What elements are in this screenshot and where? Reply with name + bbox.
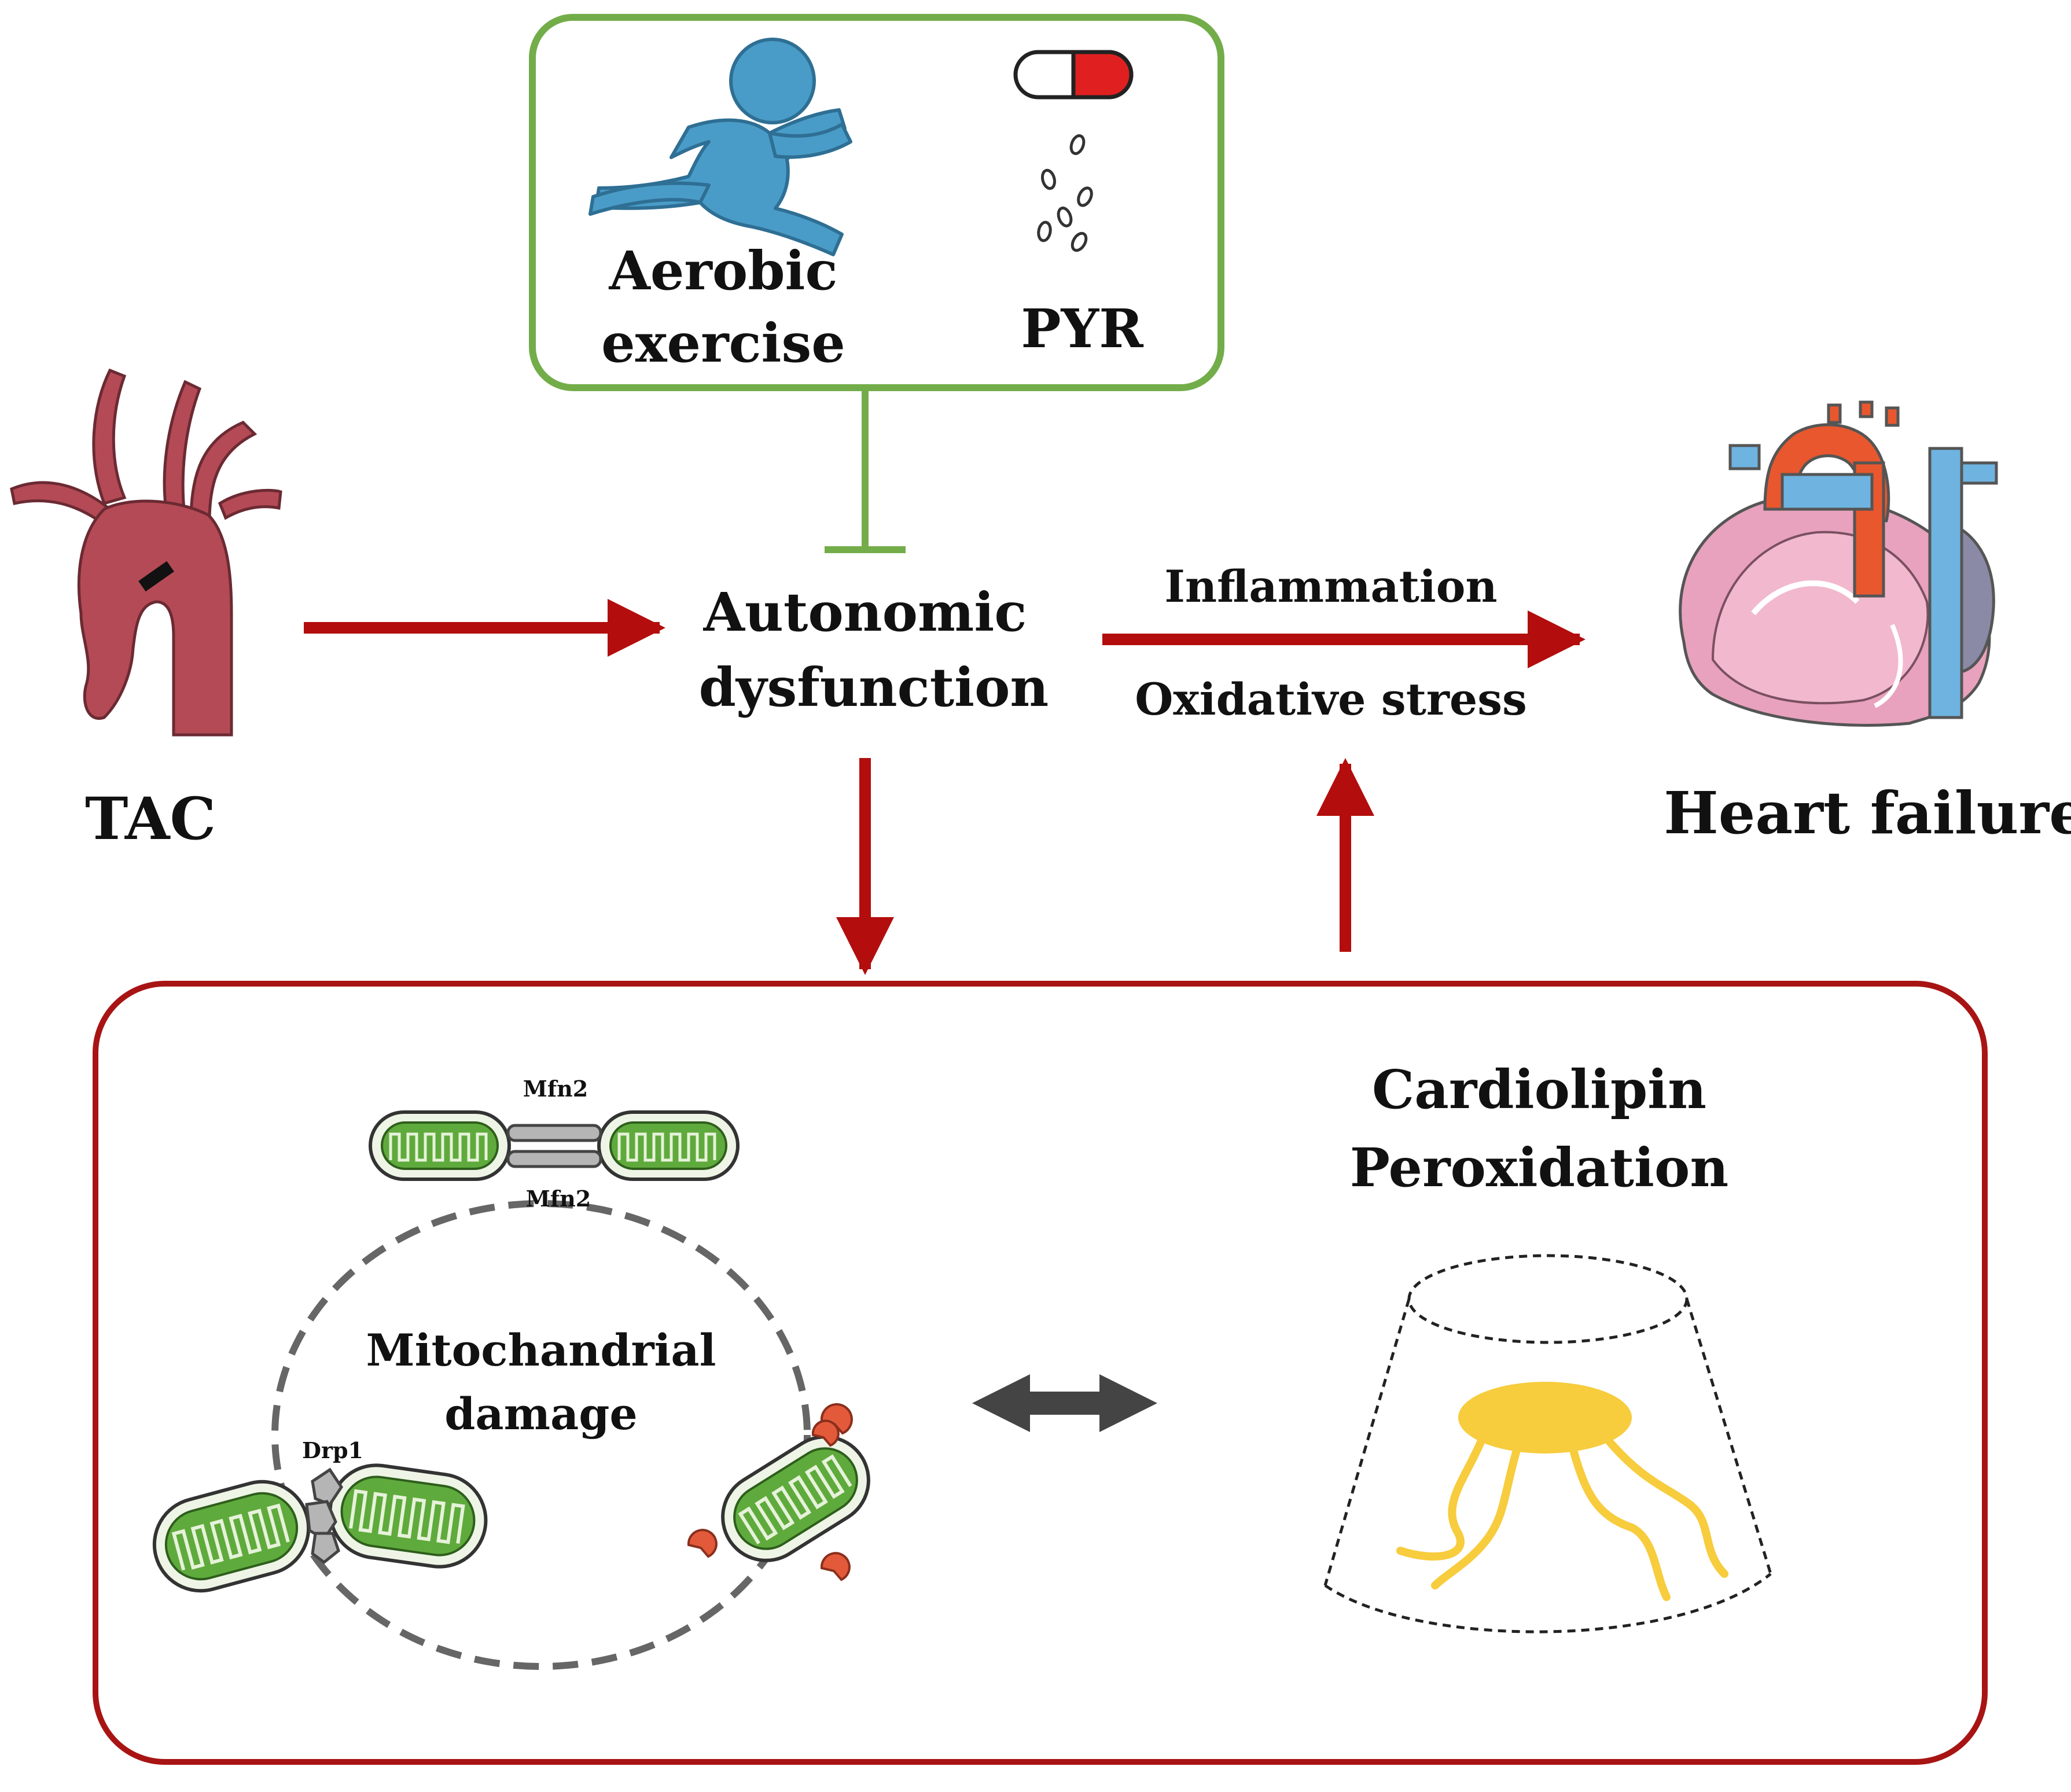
mfn2-tether-icon xyxy=(506,1124,602,1168)
mito-damage-label-line2: damage xyxy=(444,1388,638,1440)
oxidative-stress-label: Oxidative stress xyxy=(1135,674,1527,725)
mfn2-top-label: Mfn2 xyxy=(523,1076,588,1102)
heart-failure-label: Heart failure xyxy=(1664,779,2071,847)
tac-label: TAC xyxy=(85,785,216,853)
inflammation-label: Inflammation xyxy=(1164,561,1497,612)
autonomic-label-line2: dysfunction xyxy=(699,656,1049,719)
mitochondrial-cycle xyxy=(271,1200,811,1670)
exercise-label-line2: exercise xyxy=(601,312,845,374)
mitochondrion-fission-left-icon xyxy=(152,1480,311,1593)
mito-damage-label-line1: Mitochandrial xyxy=(366,1324,716,1376)
mfn2-bottom-label: Mfn2 xyxy=(526,1186,591,1212)
cardiolipin-label-line2: Peroxidation xyxy=(1350,1136,1729,1199)
runner-icon xyxy=(588,38,852,256)
mitochondrion-mitophagy-icon xyxy=(721,1435,870,1562)
membrane-cone-icon xyxy=(1323,1254,1772,1633)
mitochondrion-fusion-left-icon xyxy=(369,1110,511,1181)
pyr-label: PYR xyxy=(1021,297,1143,360)
pill-granules-icon xyxy=(1037,134,1093,252)
parkin-protein-icon xyxy=(687,1403,853,1581)
aorta-icon xyxy=(10,368,282,737)
intervention-box xyxy=(529,14,1224,391)
drp1-label: Drp1 xyxy=(302,1437,363,1463)
inhibition-arrow xyxy=(825,388,906,553)
autonomic-label-line1: Autonomic xyxy=(703,581,1027,643)
pill-icon xyxy=(1013,50,1134,100)
cardiolipin-label-line1: Cardiolipin xyxy=(1372,1058,1706,1121)
cardiolipin-molecule-icon xyxy=(1396,1382,1728,1601)
heart-icon xyxy=(1679,400,1998,727)
bidirectional-arrow xyxy=(972,1374,1157,1432)
mitochondrion-fission-right-icon xyxy=(328,1463,488,1569)
mechanism-box xyxy=(93,981,1988,1765)
mitochondrion-fusion-right-icon xyxy=(597,1110,740,1181)
drp1-protein-icon xyxy=(305,1467,344,1565)
exercise-label-line1: Aerobic xyxy=(608,240,837,302)
